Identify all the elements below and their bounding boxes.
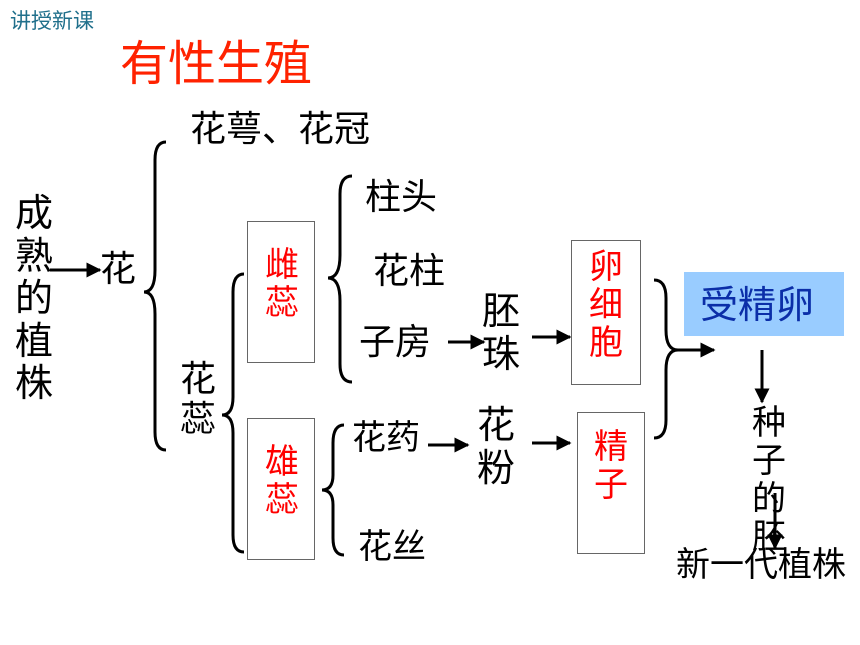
brace-flower	[143, 140, 167, 452]
node-mature-plant: 成熟的植株	[14, 191, 53, 406]
node-sperm: 精子	[594, 427, 628, 506]
node-egg-cell: 卵细胞	[589, 247, 623, 364]
node-ovule: 胚珠	[481, 289, 520, 376]
node-stamens-pistils: 花蕊	[179, 359, 216, 441]
box-pistil	[247, 221, 315, 363]
node-stamen: 雄蕊	[265, 442, 299, 521]
page-title: 有性生殖	[120, 36, 313, 92]
section-label: 讲授新课	[10, 9, 94, 33]
node-new-plant: 新一代植株	[676, 545, 846, 585]
brace-stamens-pistils	[221, 272, 245, 554]
node-seed-embryo: 种子的胚	[752, 403, 786, 558]
node-anther: 花药	[352, 418, 420, 458]
node-pollen: 花粉	[476, 403, 515, 490]
zygote-highlight	[684, 272, 844, 336]
node-filament: 花丝	[358, 527, 426, 567]
box-stamen	[247, 418, 315, 560]
box-egg-cell	[571, 240, 641, 385]
node-ovary: 子房	[359, 322, 432, 363]
brace-merge	[653, 278, 679, 440]
node-sepal-corolla: 花萼、花冠	[190, 109, 371, 150]
node-zygote: 受精卵	[700, 283, 815, 327]
node-stigma: 柱头	[365, 177, 438, 218]
node-pistil: 雌蕊	[265, 245, 299, 324]
node-flower: 花	[100, 249, 137, 290]
node-style: 花柱	[373, 251, 446, 292]
brace-stamen	[321, 423, 345, 557]
box-sperm	[577, 412, 645, 554]
brace-pistil	[327, 174, 353, 384]
